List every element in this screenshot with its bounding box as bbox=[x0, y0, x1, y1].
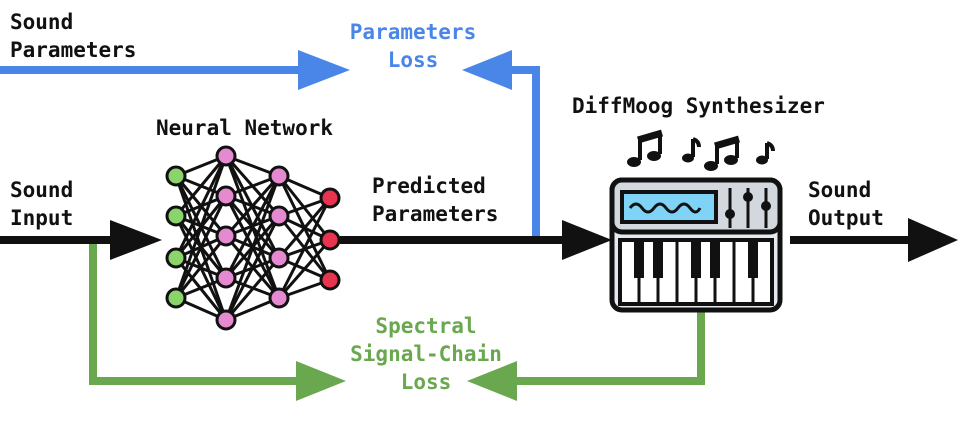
predicted-parameters-arrow bbox=[340, 220, 612, 260]
nn-edge bbox=[224, 175, 281, 237]
sound-input-label: Sound Input bbox=[10, 176, 73, 232]
nn-node bbox=[268, 165, 290, 187]
sound-output-label-line2: Output bbox=[808, 206, 884, 230]
nn-node bbox=[215, 185, 237, 207]
nn-edge bbox=[174, 195, 228, 299]
sound-input-to-spectral-loss-arrow bbox=[89, 240, 346, 401]
sound-input-label-line1: Sound bbox=[10, 178, 74, 202]
sound-output-arrow bbox=[790, 218, 958, 262]
nn-node bbox=[215, 267, 237, 289]
nn-edge bbox=[224, 175, 281, 279]
sound-parameters-arrow bbox=[0, 50, 350, 90]
nn-node bbox=[215, 145, 237, 167]
predicted-parameters-label-line1: Predicted bbox=[372, 174, 486, 198]
nn-edge bbox=[224, 175, 281, 321]
nn-node bbox=[165, 247, 187, 269]
spectral-loss-label: Spectral Signal-Chain Loss bbox=[340, 312, 512, 396]
music-notes-icon bbox=[627, 129, 775, 171]
parameters-loss-label-line1: Parameters bbox=[349, 20, 477, 44]
nn-node bbox=[319, 269, 341, 291]
nn-edge bbox=[174, 155, 228, 299]
predicted-to-parameters-loss-arrow bbox=[462, 50, 540, 238]
sound-parameters-label: Sound Parameters bbox=[10, 8, 136, 64]
parameters-loss-label-line2: Loss bbox=[387, 48, 439, 72]
predicted-parameters-label: Predicted Parameters bbox=[372, 172, 498, 228]
nn-node bbox=[165, 165, 187, 187]
nn-node bbox=[215, 309, 237, 331]
nn-edge bbox=[174, 155, 228, 259]
sound-parameters-label-line2: Parameters bbox=[10, 38, 137, 62]
nn-node bbox=[165, 287, 187, 309]
nn-node bbox=[268, 205, 290, 227]
synth-output-to-spectral-loss-arrow bbox=[467, 312, 705, 401]
nn-node bbox=[165, 205, 187, 227]
neural-network-icon bbox=[165, 145, 341, 331]
nn-node bbox=[215, 225, 237, 247]
nn-node bbox=[268, 247, 290, 269]
nn-edge bbox=[224, 257, 281, 321]
synthesizer-keyboard-icon bbox=[609, 177, 783, 313]
parameters-loss-label: Parameters Loss bbox=[340, 18, 486, 74]
nn-edge bbox=[174, 155, 228, 217]
nn-edge bbox=[277, 239, 332, 299]
sound-output-label: Sound Output bbox=[808, 176, 884, 232]
nn-edge bbox=[174, 235, 228, 299]
sound-input-arrow bbox=[0, 220, 162, 260]
spectral-loss-label-line1: Spectral bbox=[375, 314, 477, 338]
predicted-parameters-label-line2: Parameters bbox=[372, 202, 499, 226]
neural-network-label: Neural Network bbox=[156, 116, 334, 140]
nn-node bbox=[319, 229, 341, 251]
nn-node bbox=[319, 187, 341, 209]
spectral-loss-label-line3: Loss bbox=[400, 370, 452, 394]
nn-edge bbox=[277, 197, 332, 299]
nn-edge bbox=[277, 197, 332, 259]
diffmoog-synthesizer-label: DiffMoog Synthesizer bbox=[572, 94, 825, 118]
sound-output-label-line1: Sound bbox=[808, 178, 872, 202]
spectral-loss-label-line2: Signal-Chain bbox=[350, 342, 502, 366]
sound-parameters-label-line1: Sound bbox=[10, 10, 74, 34]
sound-input-label-line2: Input bbox=[10, 206, 74, 230]
nn-edge bbox=[224, 215, 281, 321]
nn-node bbox=[268, 287, 290, 309]
